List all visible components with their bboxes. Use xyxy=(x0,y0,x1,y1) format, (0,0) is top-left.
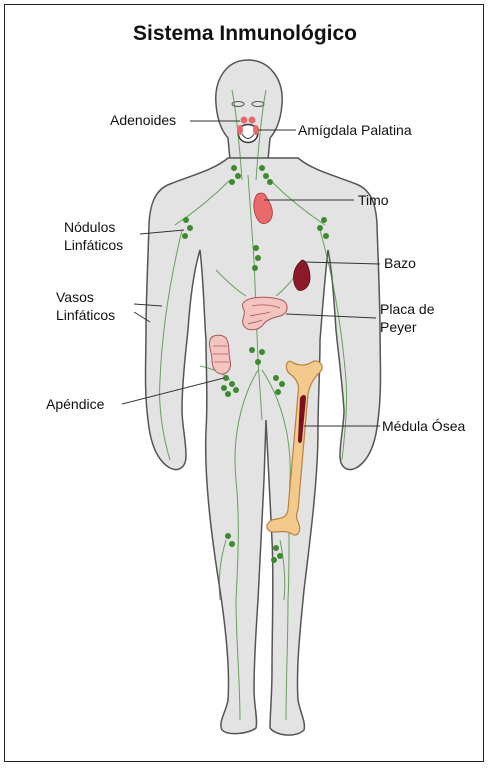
label-vasos-line1: Vasos xyxy=(56,289,94,305)
human-body-silhouette xyxy=(146,60,381,735)
label-nodulos-line1: Nódulos xyxy=(64,219,115,235)
label-apendice: Apéndice xyxy=(46,396,105,412)
label-vasos-line2: Linfáticos xyxy=(56,307,115,323)
label-medula-osea: Médula Ósea xyxy=(382,418,465,434)
label-timo: Timo xyxy=(358,192,389,208)
label-placa-line2: Peyer xyxy=(380,319,417,335)
label-bazo: Bazo xyxy=(384,255,416,271)
label-placa-line1: Placa de xyxy=(380,301,435,317)
label-amigdala-palatina: Amígdala Palatina xyxy=(298,122,412,138)
label-nodulos-line2: Linfáticos xyxy=(64,237,123,253)
label-adenoides: Adenoides xyxy=(110,112,176,128)
